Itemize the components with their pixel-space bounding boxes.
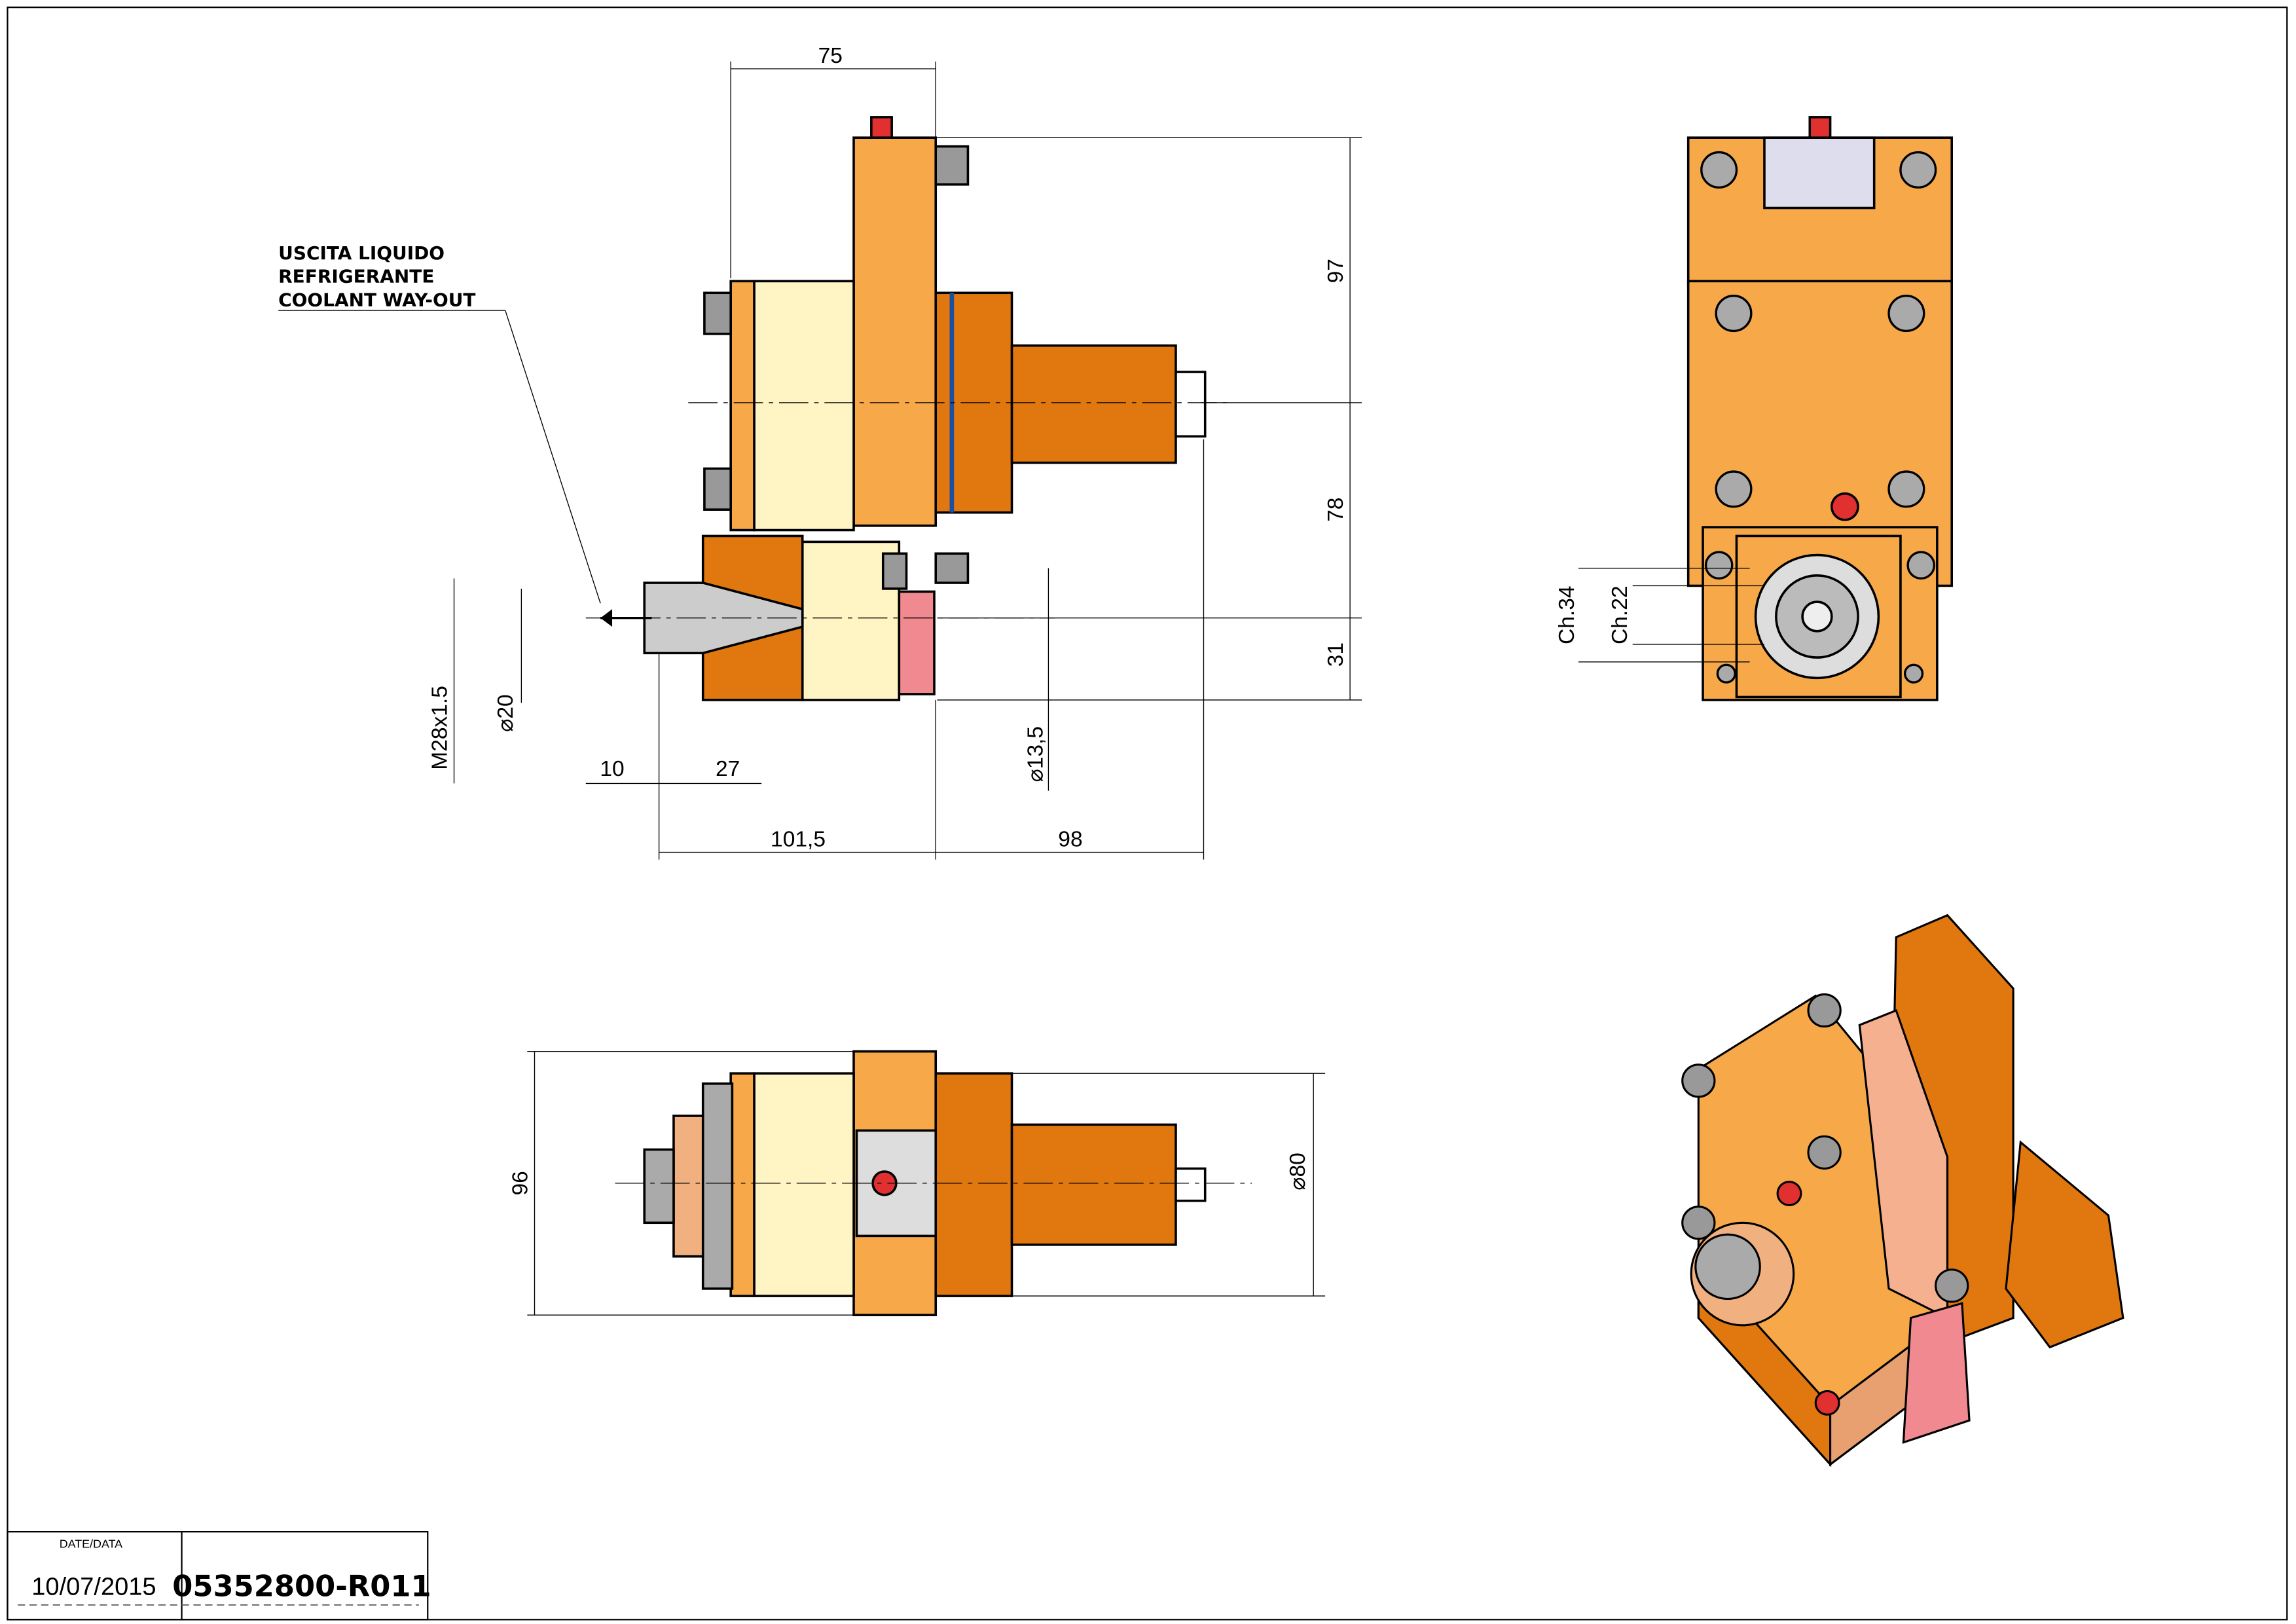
dim-96: 96	[508, 1171, 532, 1195]
dim-thread: M28x1.5	[428, 686, 452, 770]
title-block: DATE/DATA 10/07/2015 05352800-R011	[7, 1530, 431, 1621]
sheet-border	[7, 7, 2288, 1621]
dim-10: 10	[600, 757, 624, 781]
dim-ch-34: Ch.34	[1555, 585, 1579, 644]
isometric-view	[1681, 913, 2124, 1467]
dim-dia-20: ⌀20	[494, 694, 518, 732]
coolant-label-1: USCITA LIQUIDO	[278, 242, 445, 264]
date-label: DATE/DATA	[60, 1538, 122, 1551]
date-value: 10/07/2015	[31, 1573, 156, 1600]
dim-27: 27	[716, 757, 740, 781]
dim-dia-80: ⌀80	[1286, 1153, 1310, 1190]
dim-101-5: 101,5	[771, 828, 826, 852]
coolant-label-3: COOLANT WAY-OUT	[278, 289, 475, 310]
front-view: 75 97 78 31 M28x1.5 ⌀20 10 27 ⌀13,5 101,…	[278, 44, 1362, 860]
drawing-number: 05352800-R011	[172, 1569, 431, 1604]
dim-78: 78	[1324, 498, 1348, 522]
dim-ch-22: Ch.22	[1608, 585, 1632, 644]
dim-97: 97	[1324, 259, 1348, 283]
dim-dia-13-5: ⌀13,5	[1023, 726, 1048, 782]
coolant-label-2: REFRIGERANTE	[278, 266, 434, 287]
dim-75: 75	[818, 44, 843, 68]
side-view: Ch.34 Ch.22	[1555, 116, 1953, 701]
dim-31: 31	[1324, 642, 1348, 667]
top-view: 96 ⌀80	[508, 1050, 1326, 1316]
dim-98: 98	[1058, 828, 1082, 852]
